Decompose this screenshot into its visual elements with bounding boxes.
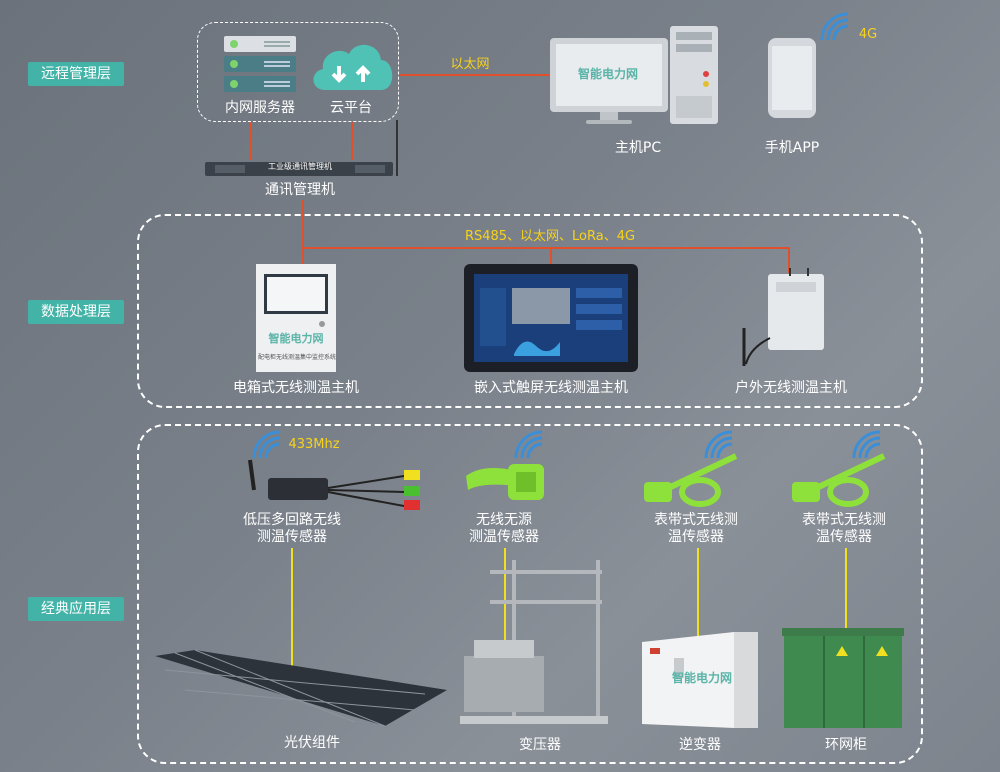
ring-main-unit-image [782, 628, 904, 728]
pc-brand-text: 智能电力网 [577, 67, 638, 81]
transformer-image [460, 560, 608, 724]
layer-label-data: 数据处理层 [28, 300, 124, 324]
layer-label-app: 经典应用层 [28, 597, 124, 621]
server-cloud-group [197, 22, 399, 122]
outdoor-host-label: 户外无线测温主机 [735, 380, 847, 396]
wifi-icon [252, 430, 281, 459]
sensor-2-link [504, 548, 506, 644]
multi-loop-sensor-device [248, 459, 420, 510]
comm-to-bus-link [302, 200, 304, 266]
cloud-label: 云平台 [330, 100, 372, 116]
sensor-3-link [697, 548, 699, 636]
bus-drop-outdoor [788, 247, 790, 273]
layer-label-remote: 远程管理层 [28, 62, 124, 86]
server-label: 内网服务器 [225, 100, 295, 116]
box-host-caption: 配电柜无线测温集中监控系统 [258, 354, 337, 361]
phone-signal-label: 4G [858, 27, 878, 42]
comm-manager-device [205, 120, 398, 176]
equipment-solar-label: 光伏组件 [284, 735, 340, 751]
phone-label: 手机APP [764, 140, 820, 156]
sensor-2-label-line2: 测温传感器 [469, 529, 539, 545]
bus-link [302, 247, 789, 249]
solar-panel-image [155, 649, 447, 727]
passive-sensor-device [466, 464, 544, 500]
sensor-freq-label: 433Mhz [288, 437, 340, 452]
server-icon [224, 36, 296, 92]
ethernet-link [399, 74, 551, 76]
outdoor-host-device [742, 268, 824, 366]
box-host-brand: 智能电力网 [268, 332, 324, 345]
strap-sensor-device [792, 453, 886, 507]
sensor-2-label-line1: 无线无源 [476, 512, 532, 528]
server-link [250, 122, 252, 160]
cloud-icon [313, 44, 393, 90]
phone-icon [768, 38, 816, 118]
ethernet-label: 以太网 [450, 57, 490, 72]
inverter-brand-text: 智能电力网 [671, 671, 732, 685]
inverter-image [642, 632, 758, 728]
wifi-icon [704, 430, 733, 459]
bus-drop-touch [550, 247, 552, 265]
sensor-4-label-line2: 温传感器 [816, 529, 872, 545]
strap-sensor-device [644, 453, 738, 507]
wifi-icon [514, 430, 543, 459]
cloud-link [351, 122, 353, 160]
data-layer-group [137, 214, 923, 408]
equipment-inverter-label: 逆变器 [679, 737, 721, 753]
app-layer-group [137, 424, 923, 764]
bus-label: RS485、以太网、LoRa、4G [464, 229, 636, 244]
sensor-3-label-line1: 表带式无线测 [654, 512, 738, 528]
box-host-label: 电箱式无线测温主机 [233, 380, 359, 396]
sensor-1-label-line2: 测温传感器 [257, 529, 327, 545]
touch-host-label: 嵌入式触屏无线测温主机 [474, 380, 628, 396]
equipment-rmu-label: 环网柜 [825, 737, 867, 753]
wifi-icon [820, 12, 849, 41]
pc-tower-icon [670, 26, 718, 124]
sensor-1-label-line1: 低压多回路无线 [243, 512, 341, 528]
monitor-icon [550, 38, 668, 124]
pc-label: 主机PC [614, 140, 662, 156]
comm-manager-label: 通讯管理机 [265, 182, 335, 198]
sensor-4-label-line1: 表带式无线测 [802, 512, 886, 528]
sensor-3-label-line2: 温传感器 [668, 529, 724, 545]
sensor-1-link [291, 548, 293, 688]
touch-host-device [464, 264, 638, 372]
equipment-transformer-label: 变压器 [519, 737, 561, 753]
sensor-4-link [845, 548, 847, 640]
comm-device-text: 工业级通讯管理机 [268, 162, 332, 171]
wifi-icon [852, 430, 881, 459]
box-host-device [256, 264, 336, 372]
